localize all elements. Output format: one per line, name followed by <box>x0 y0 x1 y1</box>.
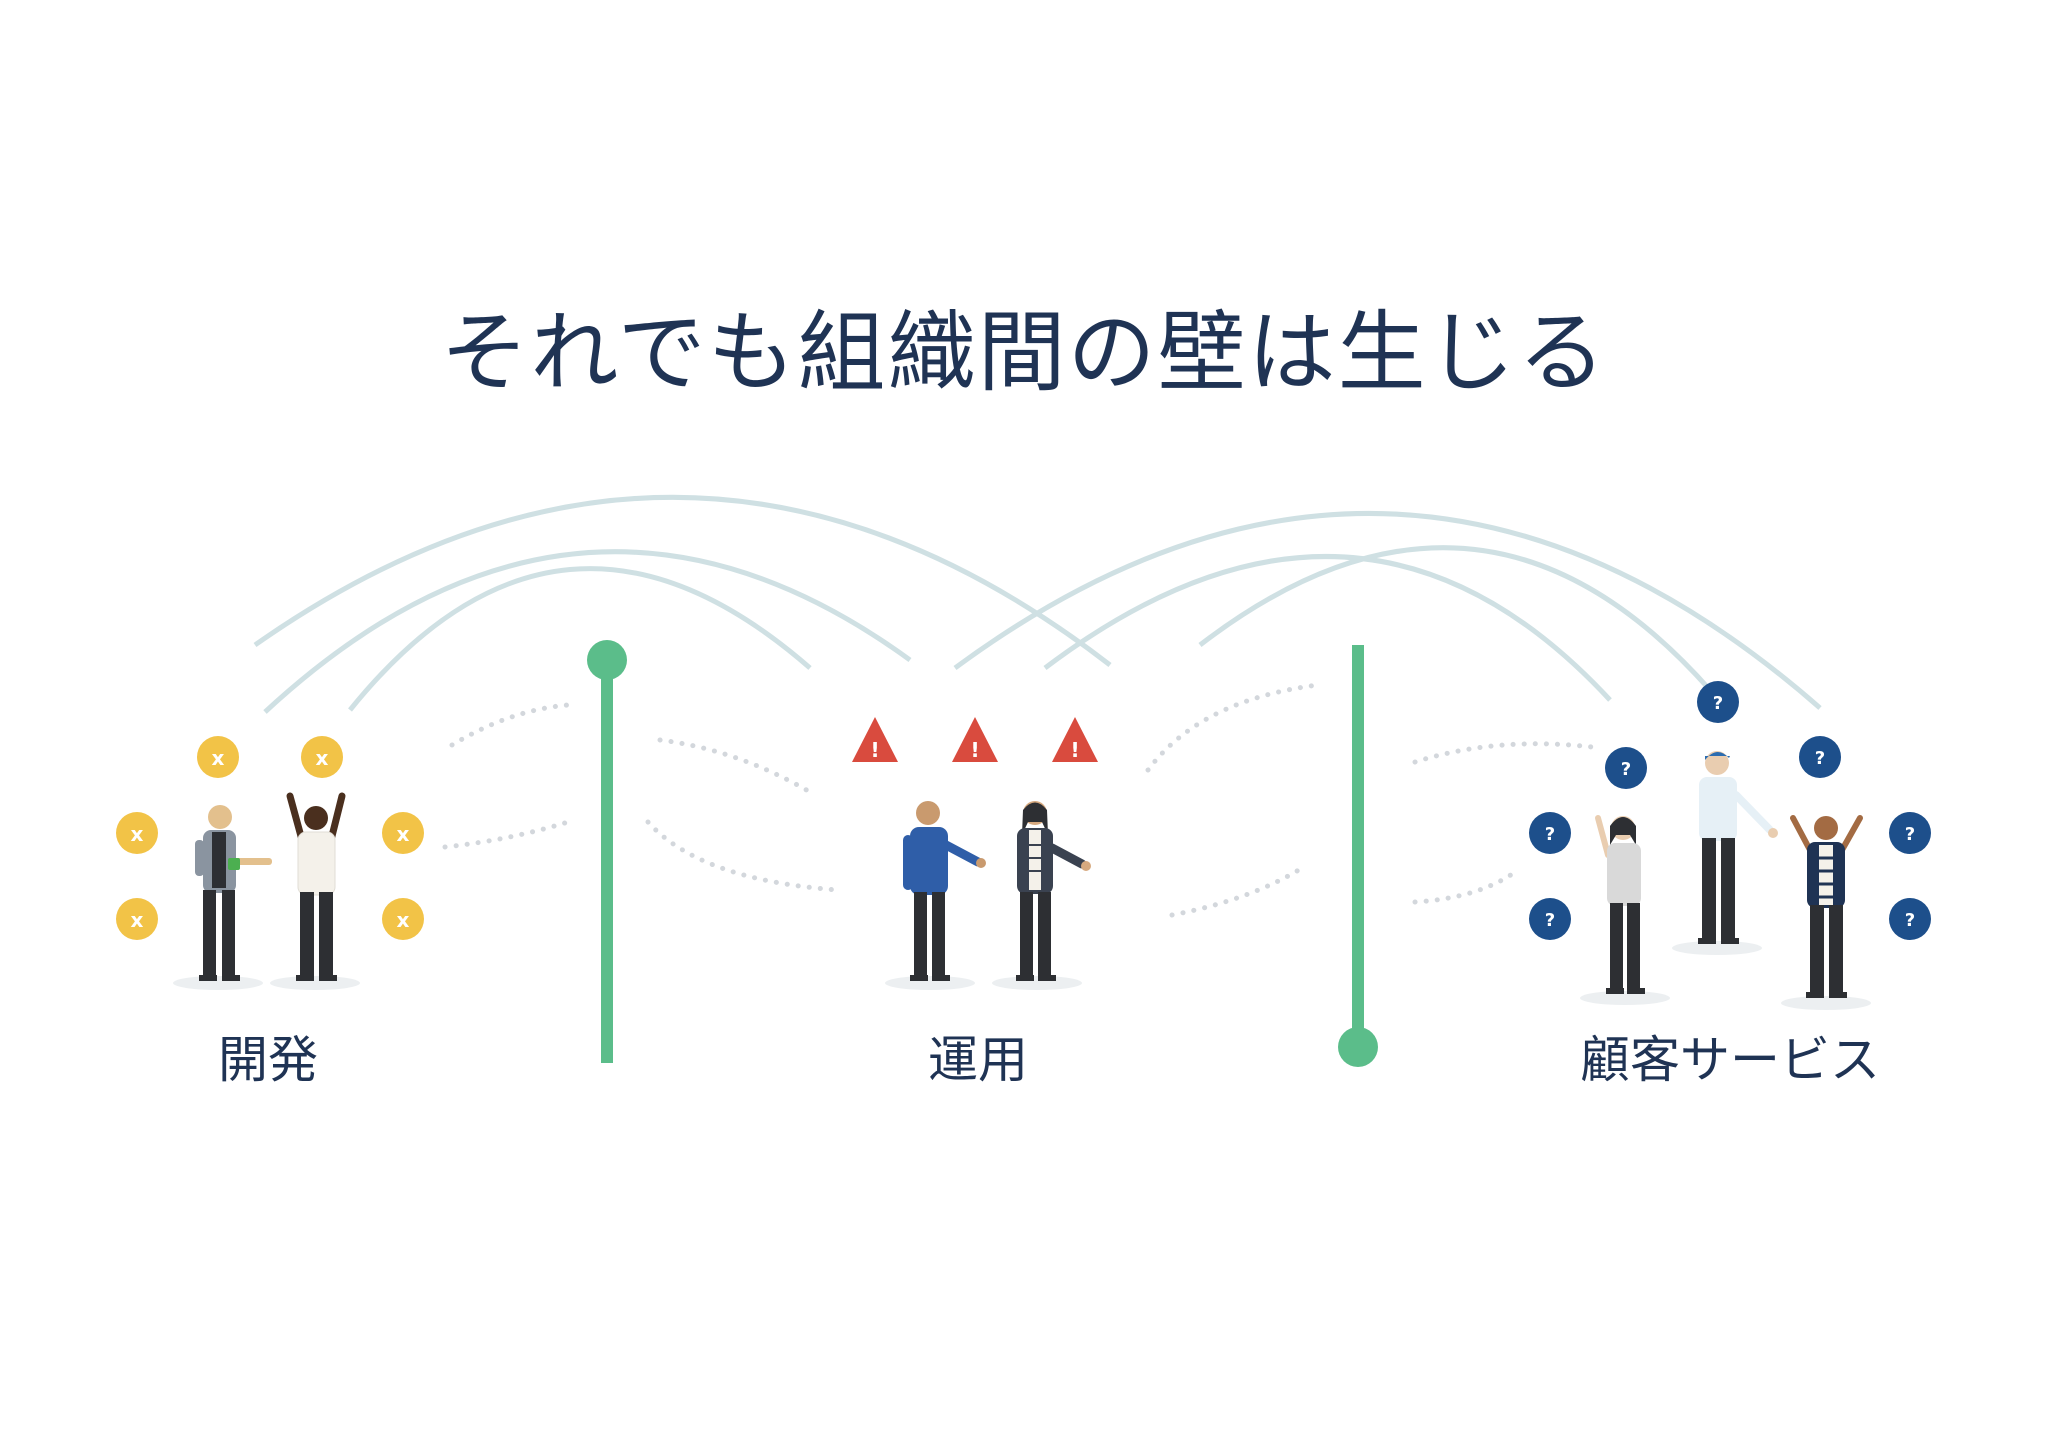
ops-person-1 <box>885 801 986 990</box>
arc-dev-ops-middle <box>263 549 912 714</box>
arc-ops-cs-outer <box>953 511 1822 710</box>
question-badge-icon: ? <box>1799 736 1841 778</box>
dev-person-1 <box>173 805 272 990</box>
arc-dev-ops-outer <box>253 494 1112 667</box>
svg-text:x: x <box>397 908 410 932</box>
team-label-customer-service: 顧客サービス <box>1580 1031 1880 1089</box>
question-badge-icon: ? <box>1529 812 1571 854</box>
svg-text:!: ! <box>870 738 879 762</box>
svg-text:x: x <box>212 746 225 770</box>
svg-text:x: x <box>131 908 144 932</box>
question-badge-icon: ? <box>1889 812 1931 854</box>
x-mark-badge-icon: x <box>116 812 158 854</box>
cs-person-1 <box>1580 815 1670 1005</box>
warning-triangle-icon: ! <box>1052 717 1098 762</box>
ops-warnings: ! ! ! <box>852 717 1098 762</box>
wall-ops-cs <box>1338 645 1378 1067</box>
svg-text:?: ? <box>1621 759 1631 780</box>
arc-ops-cs-inner <box>1198 545 1712 692</box>
x-mark-badge-icon: x <box>382 898 424 940</box>
arc-dev-ops-inner <box>348 566 812 712</box>
dotted-ops-left-lower <box>645 819 841 893</box>
svg-text:?: ? <box>1905 910 1915 931</box>
dotted-cs-upper <box>1412 741 1603 765</box>
question-badge-icon: ? <box>1605 747 1647 789</box>
svg-text:?: ? <box>1545 824 1555 845</box>
svg-text:?: ? <box>1815 748 1825 769</box>
cs-person-2 <box>1672 751 1778 955</box>
arc-ops-cs-middle <box>1043 554 1612 702</box>
x-mark-badge-icon: x <box>116 898 158 940</box>
svg-text:x: x <box>131 822 144 846</box>
x-mark-badge-icon: x <box>382 812 424 854</box>
x-mark-badge-icon: x <box>301 736 343 778</box>
question-badge-icon: ? <box>1697 681 1739 723</box>
warning-triangle-icon: ! <box>852 717 898 762</box>
svg-text:?: ? <box>1545 910 1555 931</box>
svg-text:!: ! <box>1070 738 1079 762</box>
x-mark-badge-icon: x <box>197 736 239 778</box>
dotted-ops-left-upper <box>657 737 818 798</box>
team-label-ops: 運用 <box>928 1031 1028 1089</box>
cs-question-badges: ? ? ? ? ? ? ? <box>1529 681 1931 940</box>
team-label-dev: 開発 <box>218 1031 318 1089</box>
svg-text:?: ? <box>1713 693 1723 714</box>
blocked-messages <box>442 682 1603 918</box>
dotted-ops-right-lower <box>1169 865 1305 918</box>
ops-person-2 <box>992 801 1091 990</box>
svg-text:!: ! <box>970 738 979 762</box>
cs-person-3 <box>1781 815 1871 1010</box>
dotted-ops-right-upper <box>1145 682 1321 773</box>
dotted-dev-lower <box>442 819 571 850</box>
svg-text:x: x <box>316 746 329 770</box>
dotted-dev-upper <box>449 702 571 748</box>
question-badge-icon: ? <box>1529 898 1571 940</box>
slide-title: それでも組織間の壁は生じる <box>440 301 1608 404</box>
svg-text:x: x <box>397 822 410 846</box>
communication-arcs <box>253 494 1822 714</box>
svg-text:?: ? <box>1905 824 1915 845</box>
warning-triangle-icon: ! <box>952 717 998 762</box>
dotted-cs-lower <box>1412 867 1521 905</box>
question-badge-icon: ? <box>1889 898 1931 940</box>
wall-dev-ops <box>587 640 627 1063</box>
dev-x-badges: x x x x x x <box>116 736 424 940</box>
dev-person-2 <box>270 792 360 990</box>
